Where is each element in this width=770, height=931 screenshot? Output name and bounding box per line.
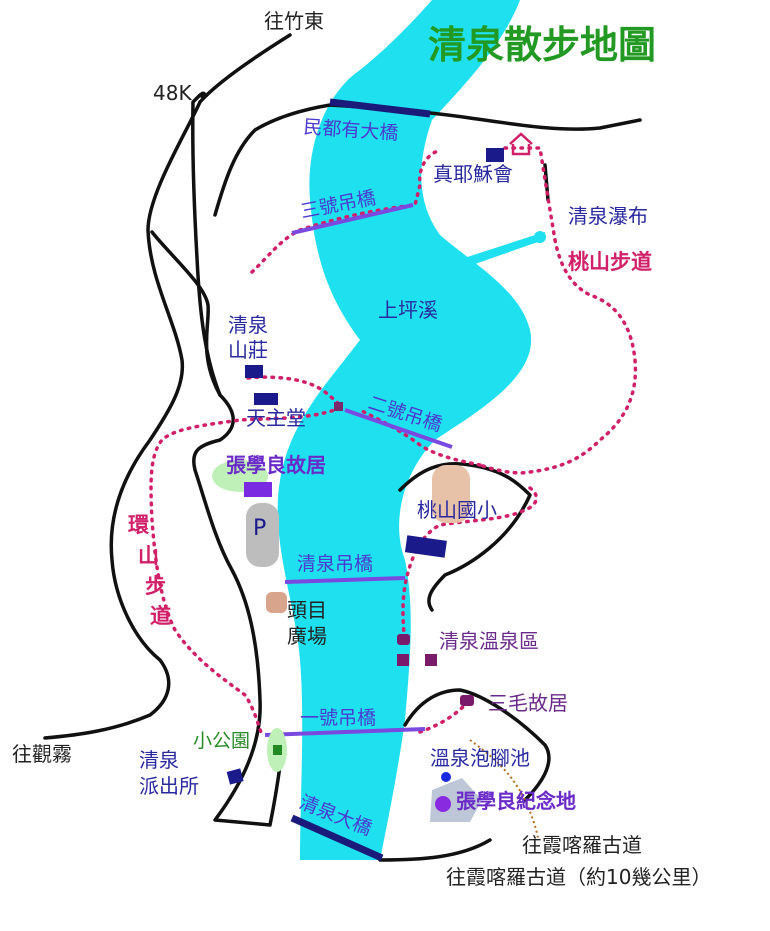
trail-junction-marker: [334, 402, 343, 411]
waterfall-label: 清泉瀑布: [568, 204, 648, 228]
foot-spa-label: 溫泉泡腳池: [430, 746, 530, 770]
small-park-marker: [273, 745, 282, 755]
hot-spring-area-label: 清泉溫泉區: [439, 629, 539, 653]
zhang-memorial-label: 張學良紀念地: [456, 789, 576, 813]
parking-label: P: [253, 516, 266, 541]
road-inner-mid: [192, 393, 285, 827]
trail-to-xiakeluo: [469, 739, 539, 839]
sanmao-marker: [460, 695, 474, 706]
km-marker-label: 48K: [153, 81, 192, 105]
road-main-west: [43, 100, 202, 740]
bridge-suspension-2: [344, 408, 453, 449]
plaza-label-line1: 頭目: [287, 598, 327, 622]
bridge-qingquan-suspension-label: 清泉吊橋: [297, 553, 373, 575]
parking-lot: [246, 503, 279, 567]
trail-taoshan-lower: [358, 408, 482, 467]
road-south-bottom: [378, 838, 492, 862]
bridge-suspension-3: [291, 203, 414, 235]
zhang-residence-building: [244, 482, 272, 497]
sanmao-residence-label: 三毛故居: [488, 691, 568, 715]
hot-spring-marker-3: [425, 654, 437, 666]
catholic-church-label: 天主堂: [246, 406, 306, 430]
km-marker-dot: [199, 91, 207, 99]
plaza-label-line2: 廣場: [287, 624, 327, 648]
road-south-east: [403, 688, 551, 802]
trail-school: [401, 486, 538, 637]
road-inner-west: [150, 230, 222, 397]
river-label: 上坪溪: [378, 298, 438, 322]
police-label-line1: 清泉: [139, 748, 179, 772]
church-jesus-label: 真耶穌會: [433, 162, 513, 186]
zhang-residence-label: 張學良故居: [226, 453, 326, 477]
trail-taoshan-label: 桃山步道: [568, 250, 652, 274]
church-jesus-building: [486, 148, 504, 162]
direction-xiakeluo: 往霞喀羅古道: [522, 833, 642, 857]
road-to-zhudong: [198, 33, 292, 104]
taoshan-school-building: [404, 535, 447, 558]
trail-huanshan: [149, 406, 342, 737]
bridge-qingquan-big: [290, 814, 384, 862]
trail-huanshan-char-4: 道: [150, 604, 171, 628]
trail-huanshan-char-3: 步: [145, 574, 166, 598]
bridge-minduyou: [329, 98, 431, 118]
trail-huanshan-char-1: 環: [128, 513, 150, 537]
direction-xiakeluo-distance: 往霞喀羅古道（約10幾公里）: [446, 865, 711, 889]
villa-building: [245, 365, 263, 378]
hot-spring-marker-1: [397, 634, 410, 645]
map-title: 清泉散步地圖: [428, 23, 656, 67]
trail-sanmao: [418, 703, 467, 734]
house-icon: [509, 132, 533, 156]
villa-label-line2: 山莊: [228, 338, 268, 362]
school-grounds: [432, 465, 470, 523]
hot-spring-marker-2: [397, 654, 409, 666]
small-park-label: 小公園: [193, 730, 250, 752]
direction-guanwu: 往觀霧: [12, 742, 72, 766]
foot-spa-marker: [441, 772, 451, 782]
police-label-line2: 派出所: [139, 774, 199, 798]
trail-huanshan-char-2: 山: [138, 544, 159, 568]
trail-taoshan: [478, 238, 638, 475]
bridge-suspension-1-label: 一號吊橋: [300, 707, 376, 729]
waterfall-stream: [452, 232, 545, 270]
taoshan-school-label: 桃山國小: [417, 498, 497, 522]
villa-label-line1: 清泉: [228, 313, 268, 337]
memorial-marker: [435, 796, 451, 812]
road-school-loop: [398, 462, 532, 612]
police-station-building: [226, 768, 244, 785]
waterfall-pool: [534, 231, 546, 243]
bridge-qingquan-suspension: [284, 576, 406, 584]
plaza-area: [266, 592, 287, 613]
catholic-church-building: [254, 393, 278, 405]
bridge-suspension-1: [264, 727, 426, 737]
direction-zhudong: 往竹東: [264, 9, 324, 33]
